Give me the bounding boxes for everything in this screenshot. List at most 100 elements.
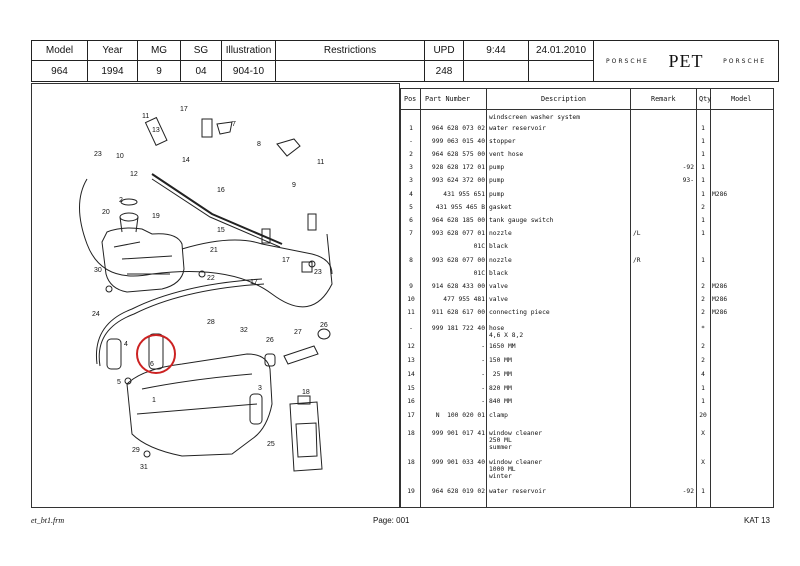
callout-17c: 17 xyxy=(250,279,258,286)
cell-pos: - xyxy=(409,325,413,332)
cell-pos: 7 xyxy=(409,230,413,237)
cell-qty: * xyxy=(701,325,705,332)
cell-pos: 14 xyxy=(407,371,415,378)
callout-26b: 26 xyxy=(266,337,274,344)
cell-qty: 2 xyxy=(701,283,705,290)
callout-21: 21 xyxy=(210,247,218,254)
brand-pet: PET xyxy=(668,50,704,71)
cell-pos: 16 xyxy=(407,398,415,405)
cell-part: 01C xyxy=(473,243,485,250)
callout-4: 4 xyxy=(124,341,128,348)
callout-31: 31 xyxy=(140,464,148,471)
cell-part: 999 901 017 41 xyxy=(431,430,485,437)
cell-part: - xyxy=(481,343,485,350)
callout-20: 20 xyxy=(102,209,110,216)
cell-pos: - xyxy=(409,138,413,145)
cell-part: 993 628 077 01 xyxy=(431,230,485,237)
cell-desc: pump xyxy=(489,177,505,184)
cell-part: - xyxy=(481,371,485,378)
callout-23b: 23 xyxy=(314,269,322,276)
cell-part: 999 063 015 40 xyxy=(431,138,485,145)
cell-rem2: 93- xyxy=(682,177,694,184)
callout-19: 19 xyxy=(152,213,160,220)
header-model: Model xyxy=(731,95,752,103)
cell-pos: 3 xyxy=(409,177,413,184)
hose-line-main xyxy=(181,239,333,275)
cell-part: 431 955 651 xyxy=(443,191,485,198)
cell-qty: 1 xyxy=(701,217,705,224)
cell-part: 911 628 617 00 xyxy=(431,309,485,316)
callout-18: 18 xyxy=(302,389,310,396)
callout-6: 6 xyxy=(150,361,154,368)
cell-pos: 18 xyxy=(407,459,415,466)
callout-32: 32 xyxy=(240,327,248,334)
cell-desc: windscreen washer system xyxy=(489,114,580,121)
callout-10: 10 xyxy=(116,153,124,160)
brand-logo-right: PORSCHE xyxy=(723,57,766,65)
cell-qty: 1 xyxy=(701,138,705,145)
cell-part: 01C xyxy=(473,270,485,277)
header-illustration: Illustration 904-10 xyxy=(222,41,276,81)
cell-desc: 840 MM xyxy=(489,398,512,405)
parts-table-header: Pos Part Number Description Remark Qty M… xyxy=(401,89,773,110)
cell-qty: 20 xyxy=(699,412,707,419)
callout-8: 8 xyxy=(257,141,261,148)
cell-qty: 2 xyxy=(701,204,705,211)
cell-qty: X xyxy=(701,430,705,437)
cell-rem2: -92 xyxy=(682,164,694,171)
nozzle-left xyxy=(216,121,233,135)
cell-desc: window cleaner 250 ML summer xyxy=(489,430,543,452)
catalog-header: Model 964 Year 1994 MG 9 SG 04 Illustrat… xyxy=(31,40,779,82)
header-qty: Qty xyxy=(699,95,712,103)
callout-3: 3 xyxy=(258,385,262,392)
callout-1: 1 xyxy=(152,397,156,404)
callout-30: 30 xyxy=(94,267,102,274)
cell-qty: 1 xyxy=(701,398,705,405)
header-mg: MG 9 xyxy=(138,41,181,81)
callout-12: 12 xyxy=(130,171,138,178)
header-time: 9:44 xyxy=(464,41,528,61)
rear-reservoir xyxy=(126,353,273,457)
cell-desc: 1650 MM xyxy=(489,343,516,350)
cell-pos: 10 xyxy=(407,296,415,303)
header-description: Description xyxy=(541,95,587,103)
cell-pos: 12 xyxy=(407,343,415,350)
header-upd: UPD 248 xyxy=(425,41,464,81)
header-value-mg: 9 xyxy=(156,65,162,77)
cell-desc: connecting piece xyxy=(489,309,550,316)
cell-qty: 2 xyxy=(701,343,705,350)
cell-pos: 6 xyxy=(409,217,413,224)
cell-pos: 4 xyxy=(409,191,413,198)
header-label-upd: UPD xyxy=(425,41,463,61)
header-label-mg: MG xyxy=(138,41,180,61)
header-value-sg: 04 xyxy=(195,65,207,77)
cell-desc: water reservoir xyxy=(489,125,546,132)
cell-pos: 18 xyxy=(407,430,415,437)
header-pos: Pos xyxy=(404,95,417,103)
callout-2: 2 xyxy=(119,197,123,204)
header-value-restrictions xyxy=(276,61,424,81)
cell-part: 431 955 465 B xyxy=(435,204,485,211)
cell-qty: X xyxy=(701,459,705,466)
callout-24: 24 xyxy=(92,311,100,318)
cleaner-bottle xyxy=(289,401,323,472)
callout-28: 28 xyxy=(207,319,215,326)
page-number: Page: 001 xyxy=(373,516,410,525)
cell-desc: valve xyxy=(489,296,508,303)
cell-part: 993 628 077 00 xyxy=(431,257,485,264)
